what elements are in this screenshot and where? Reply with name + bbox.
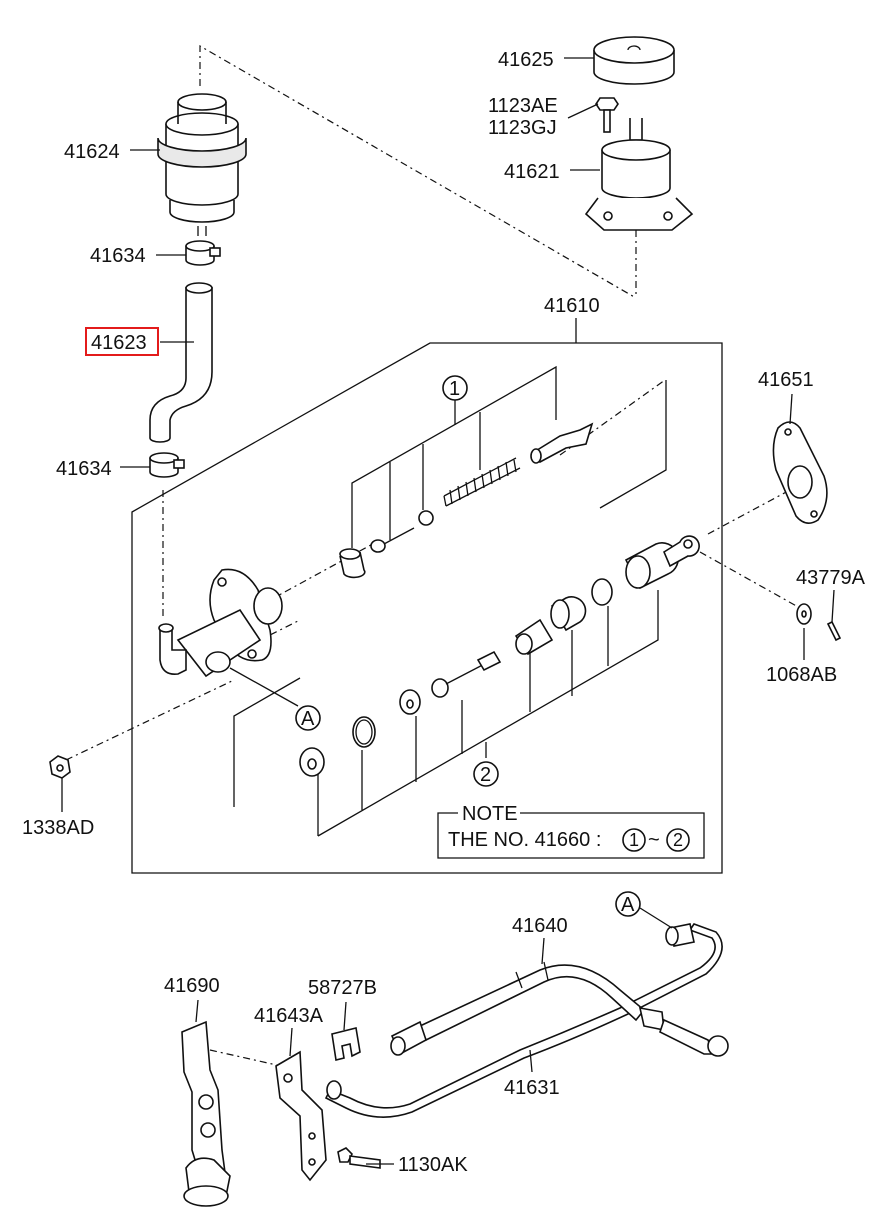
callout-a-bottom: A bbox=[615, 891, 641, 917]
callout-1: 1 bbox=[442, 375, 468, 401]
push-rod-end bbox=[530, 422, 594, 464]
note-title: NOTE bbox=[462, 803, 518, 825]
hose-fitting-left bbox=[390, 1020, 427, 1056]
clevis bbox=[624, 535, 700, 590]
svg-text:A: A bbox=[621, 894, 635, 916]
label-1123AE: 1123AE bbox=[488, 95, 558, 117]
retainer bbox=[591, 578, 613, 606]
clutch-tube-41631 bbox=[324, 923, 723, 1118]
split-pin-43779A bbox=[826, 620, 842, 642]
label-41634-top: 41634 bbox=[90, 245, 146, 267]
highlight-box-41623 bbox=[85, 327, 159, 356]
group-box-1 bbox=[351, 365, 557, 548]
spring-seat bbox=[418, 510, 434, 526]
label-41640: 41640 bbox=[512, 915, 568, 937]
group-rail-right bbox=[599, 380, 667, 509]
label-1338AD: 1338AD bbox=[22, 817, 94, 839]
leader-lines bbox=[61, 57, 835, 1165]
label-58727B: 58727B bbox=[308, 977, 377, 999]
label-41651: 41651 bbox=[758, 369, 814, 391]
bracket-41690 bbox=[181, 1020, 231, 1207]
clip-58727B bbox=[331, 1027, 361, 1061]
hose-clamp-41634-top bbox=[185, 240, 221, 266]
piston-cup bbox=[339, 548, 366, 579]
callout-2: 2 bbox=[473, 761, 499, 787]
valve-pin bbox=[370, 527, 415, 553]
label-41624: 41624 bbox=[64, 141, 120, 163]
bolt-1130AK bbox=[337, 1147, 381, 1169]
label-41690: 41690 bbox=[164, 975, 220, 997]
note-box: NOTE THE NO. 41660 : 1 ~ 2 bbox=[437, 803, 705, 859]
svg-text:1: 1 bbox=[449, 378, 460, 400]
label-1123GJ: 1123GJ bbox=[488, 117, 557, 139]
note-callout-1: 1 bbox=[629, 830, 639, 850]
note-tilde: ~ bbox=[648, 829, 660, 851]
hose-fitting-right bbox=[638, 1006, 729, 1057]
label-41631: 41631 bbox=[504, 1077, 560, 1099]
reservoir-hose-41623 bbox=[149, 282, 213, 443]
washer-1068AB bbox=[796, 603, 812, 625]
boot bbox=[514, 618, 554, 656]
svg-text:2: 2 bbox=[480, 764, 491, 786]
bolt-1123AE bbox=[595, 97, 619, 133]
label-43779A: 43779A bbox=[796, 567, 866, 589]
label-1130AK: 1130AK bbox=[398, 1154, 468, 1176]
note-text: THE NO. 41660 : bbox=[448, 829, 601, 851]
piston bbox=[550, 596, 587, 632]
seal-cup bbox=[399, 689, 421, 715]
label-41623: 41623 bbox=[91, 332, 147, 354]
return-spring bbox=[443, 457, 521, 507]
nut-1338AD bbox=[49, 755, 71, 779]
label-41625: 41625 bbox=[498, 49, 554, 71]
label-41634-bottom: 41634 bbox=[56, 458, 112, 480]
hose-clamp-41634-bottom bbox=[149, 452, 185, 478]
tube-fitting-bottom bbox=[326, 1080, 342, 1100]
callout-a-top: A bbox=[295, 705, 321, 731]
label-41621: 41621 bbox=[504, 161, 560, 183]
tube-fitting-top bbox=[665, 923, 695, 947]
label-1068AB: 1068AB bbox=[766, 664, 837, 686]
reservoir-bracket-41621 bbox=[584, 118, 694, 231]
svg-text:A: A bbox=[301, 708, 315, 730]
master-cylinder-body bbox=[158, 568, 283, 678]
label-41643A: 41643A bbox=[254, 1005, 324, 1027]
seal-washer bbox=[299, 747, 325, 777]
o-ring bbox=[352, 716, 376, 748]
gasket-41651 bbox=[772, 421, 828, 524]
bracket-41643A bbox=[275, 1050, 327, 1182]
assembly-box-41610 bbox=[131, 318, 723, 874]
clutch-hose-41640 bbox=[418, 961, 646, 1042]
reservoir-41624 bbox=[157, 93, 247, 236]
label-41610: 41610 bbox=[544, 295, 600, 317]
reservoir-cap-41625 bbox=[593, 36, 675, 85]
group-box-2 bbox=[233, 590, 659, 837]
push-rod bbox=[431, 650, 502, 698]
note-callout-2: 2 bbox=[673, 830, 683, 850]
